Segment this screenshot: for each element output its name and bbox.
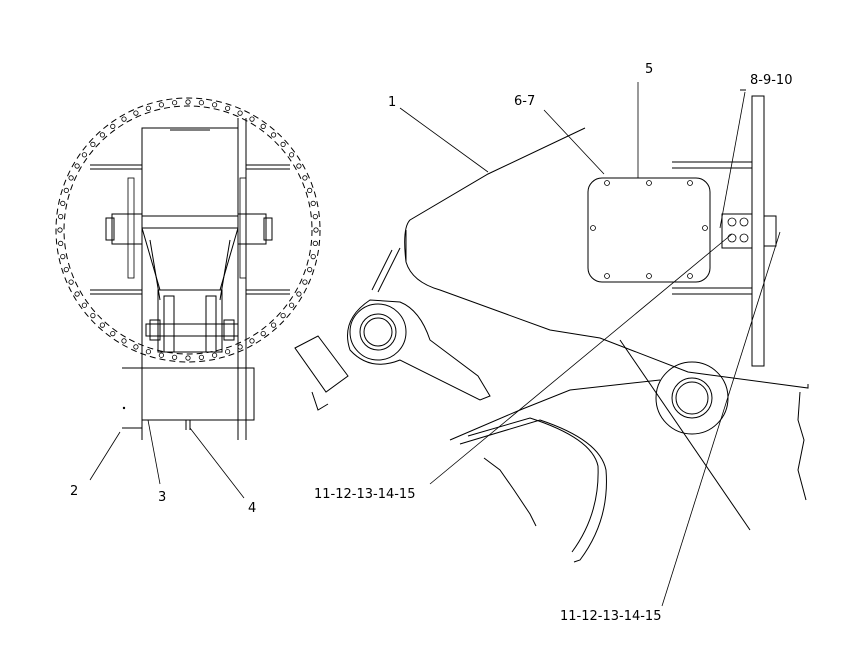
housing-upper (141, 127, 239, 229)
bolt-hole (312, 240, 318, 246)
bolt-hole (63, 266, 69, 273)
bolt-hole (260, 330, 266, 337)
bolt-hole (81, 302, 88, 308)
bolt-hole (307, 266, 313, 273)
bolt-hole (296, 163, 302, 169)
bolt-hole (63, 187, 69, 193)
callout-2: 2 (70, 484, 78, 499)
mounting-plate (751, 95, 765, 367)
bolt-hole (198, 100, 204, 106)
callout-labels: 1 2 3 4 5 6-7 8-9-10 11-12-13-14-15 11-1… (70, 62, 792, 624)
leader-4 (189, 427, 245, 499)
bolt-hole (198, 354, 204, 360)
leader-8-9-10 (719, 91, 746, 229)
leader-11-15-b (661, 231, 781, 607)
bolt-hole (307, 187, 313, 193)
bolt-hole (172, 354, 178, 360)
bolt-hole (121, 338, 127, 344)
cylinder-arm (347, 299, 491, 401)
bolt-hole (225, 105, 231, 111)
leader-3 (147, 419, 161, 485)
bolt-holes (57, 99, 319, 361)
bolt-hole (58, 240, 64, 246)
bolt-hole (288, 302, 295, 308)
callout-4: 4 (248, 501, 256, 516)
bolt-hole (110, 123, 116, 130)
right-view-assembly (294, 89, 809, 563)
leader-6-7 (543, 109, 605, 175)
bolt-hole (74, 163, 80, 169)
bolt-hole (60, 254, 66, 260)
bolt-hole (296, 291, 302, 297)
jaw-outline (459, 419, 607, 563)
bolt-circle-outline (55, 97, 321, 363)
bolt-hole (99, 132, 106, 138)
swivel-block (721, 213, 753, 249)
bolt-hole (237, 110, 243, 116)
callout-3: 3 (158, 490, 166, 505)
main-body-outline (404, 127, 809, 389)
bolt-hole (288, 152, 295, 158)
bolt-hole (185, 355, 191, 361)
callout-11-15-a: 11-12-13-14-15 (314, 487, 415, 502)
bolt-hole (313, 227, 319, 233)
pin (145, 323, 239, 337)
bolt-hole (60, 200, 66, 206)
bolt-hole (212, 102, 218, 108)
upper-pivot-boss (349, 303, 407, 361)
bolt-hole (145, 105, 151, 111)
bolt-hole (68, 279, 74, 285)
callout-5: 5 (645, 62, 653, 77)
callout-8-9-10: 8-9-10 (750, 73, 792, 88)
bolt-hole (172, 100, 178, 106)
bolt-hole (302, 279, 308, 285)
bolt-hole (145, 349, 151, 355)
leader-1 (399, 107, 489, 173)
callout-6-7: 6-7 (514, 94, 535, 109)
bolt-hole (312, 214, 318, 220)
bolt-hole (270, 132, 277, 138)
bolt-hole (57, 227, 63, 233)
leader-lines (89, 82, 781, 607)
lower-body (141, 367, 255, 421)
bolt-hole (74, 291, 80, 297)
bolt-hole (90, 141, 96, 147)
bolt-hole (280, 312, 286, 319)
bolt-hole (68, 175, 74, 181)
bolt-hole (58, 214, 64, 220)
leader-11-15-a (429, 233, 733, 485)
bolt-hole (99, 322, 106, 328)
cylinder-end (294, 335, 349, 393)
bolt-hole (158, 102, 164, 108)
callout-11-15-b: 11-12-13-14-15 (560, 609, 661, 624)
bolt-circle-inner (63, 105, 313, 355)
right-bracket (237, 213, 267, 245)
bolt-hole (280, 141, 286, 147)
bolt-hole (133, 344, 139, 350)
bolt-hole (260, 123, 266, 130)
bolt-hole (185, 99, 191, 105)
bolt-hole (212, 352, 218, 358)
bolt-hole (310, 200, 316, 206)
bolt-hole (237, 344, 243, 350)
bolt-hole (249, 116, 255, 122)
bolt-hole (270, 322, 277, 328)
bolt-hole (249, 338, 255, 344)
bolt-hole (90, 312, 96, 319)
bolt-hole (121, 116, 127, 122)
bolt-hole (225, 349, 231, 355)
left-bracket (111, 213, 143, 245)
leader-2 (89, 431, 121, 481)
bolt-hole (110, 330, 116, 337)
callout-1: 1 (388, 95, 396, 110)
bolt-hole (302, 175, 308, 181)
cover-plate (587, 177, 711, 283)
bolt-hole (158, 352, 164, 358)
bolt-hole (133, 110, 139, 116)
left-view-assembly (55, 97, 321, 440)
bolt-hole (310, 254, 316, 260)
clevis (157, 289, 223, 353)
bolt-hole (81, 152, 88, 158)
